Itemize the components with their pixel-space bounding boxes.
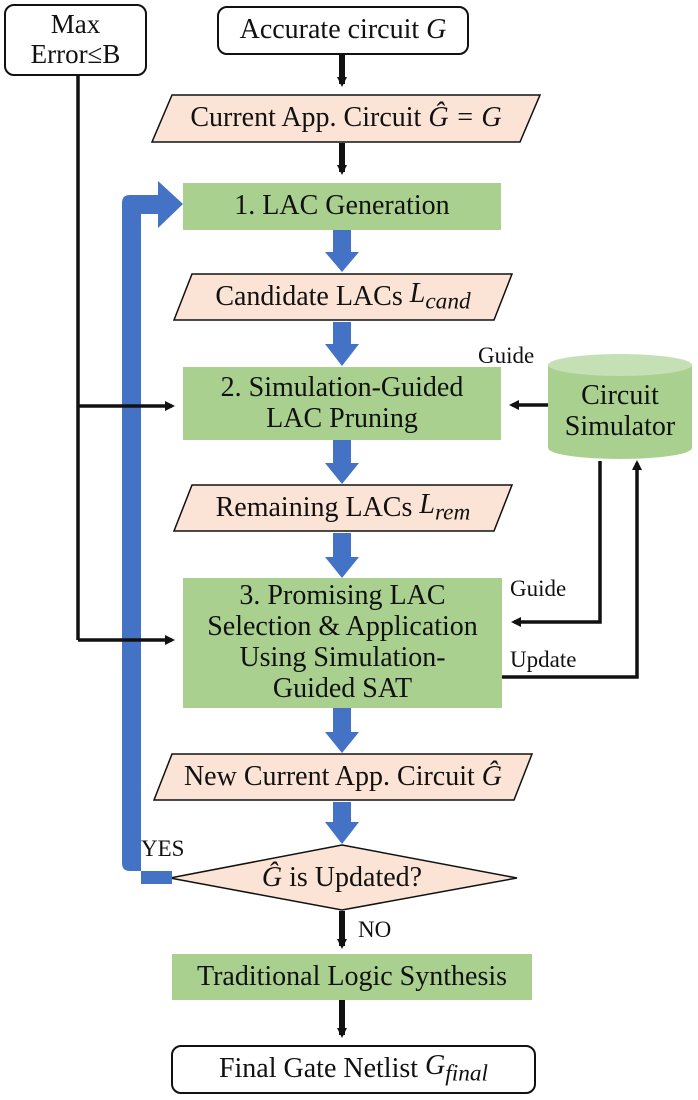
step3-line1: 3. Promising LAC xyxy=(239,580,446,612)
candidate-lacs-label: Candidate LACs xyxy=(215,280,403,312)
step3-line4: Guided SAT xyxy=(272,672,413,704)
candidate-sub: cand xyxy=(425,288,471,315)
lac-generation-step: 1. LAC Generation xyxy=(183,183,501,230)
circuit-simulator-label: Circuit Simulator xyxy=(548,374,692,450)
current-app-label: Current App. Circuit xyxy=(190,102,422,134)
simulator-cylinder xyxy=(548,354,692,459)
decision-node: Ĝ is Updated? xyxy=(200,855,484,901)
max-error-line2: Error≤B xyxy=(30,39,121,69)
step3-line3: Using Simulation- xyxy=(239,642,446,673)
new-current-label: New Current App. Circuit xyxy=(183,760,475,792)
step3-line2: Selection & Application xyxy=(207,611,478,643)
decision-var: Ĝ xyxy=(261,861,283,893)
accurate-circuit-label: Accurate circuit xyxy=(239,14,420,46)
candidate-lacs-node: Candidate LACs Lcand xyxy=(174,274,512,320)
new-current-shape xyxy=(152,753,534,801)
simulator-line2: Simulator xyxy=(564,411,676,442)
remaining-sub: rem xyxy=(434,499,471,526)
final-netlist-box: Final Gate Netlist Gfinal xyxy=(171,1045,536,1094)
step2-line1: 2. Simulation-Guided xyxy=(220,371,464,403)
max-error-line1: Max xyxy=(50,9,101,40)
final-var: G xyxy=(425,1050,446,1082)
candidate-lacs-shape xyxy=(172,273,514,321)
current-app-shape xyxy=(150,94,542,143)
decision-diamond xyxy=(169,844,518,911)
blue-arrows xyxy=(122,181,359,884)
max-error-box: Max Error≤B xyxy=(4,4,147,76)
black-arrows xyxy=(76,54,642,1038)
current-app-formula: Ĝ = G xyxy=(428,102,502,134)
guide-label-mid: Guide xyxy=(510,576,567,601)
simulation-guided-pruning-step: 2. Simulation-Guided LAC Pruning xyxy=(183,367,501,440)
remaining-lacs-shape xyxy=(172,484,514,532)
candidate-var: L xyxy=(409,277,426,309)
remaining-lacs-label: Remaining LACs xyxy=(215,491,413,523)
traditional-label: Traditional Logic Synthesis xyxy=(196,960,508,992)
update-label: Update xyxy=(510,647,577,672)
final-sub: final xyxy=(445,1060,489,1087)
new-current-var: Ĝ xyxy=(481,760,503,792)
current-app-node: Current App. Circuit Ĝ = G xyxy=(152,95,540,142)
lac-generation-label: 1. LAC Generation xyxy=(234,190,450,222)
final-label: Final Gate Netlist xyxy=(218,1053,419,1085)
no-label: NO xyxy=(358,917,392,942)
step2-line2: LAC Pruning xyxy=(266,402,418,434)
promising-lac-selection-step: 3. Promising LAC Selection & Application… xyxy=(183,578,502,708)
accurate-circuit-box: Accurate circuit G xyxy=(217,6,469,55)
guide-label-top: Guide xyxy=(478,343,535,368)
yes-label: YES xyxy=(141,836,185,861)
remaining-lacs-node: Remaining LACs Lrem xyxy=(174,485,512,531)
decision-label: is Updated? xyxy=(289,861,423,893)
remaining-var: L xyxy=(419,488,435,520)
new-current-node: New Current App. Circuit Ĝ xyxy=(154,754,532,800)
simulator-line1: Circuit xyxy=(581,380,659,412)
traditional-synthesis-step: Traditional Logic Synthesis xyxy=(172,954,532,1000)
accurate-circuit-var: G xyxy=(426,14,447,46)
